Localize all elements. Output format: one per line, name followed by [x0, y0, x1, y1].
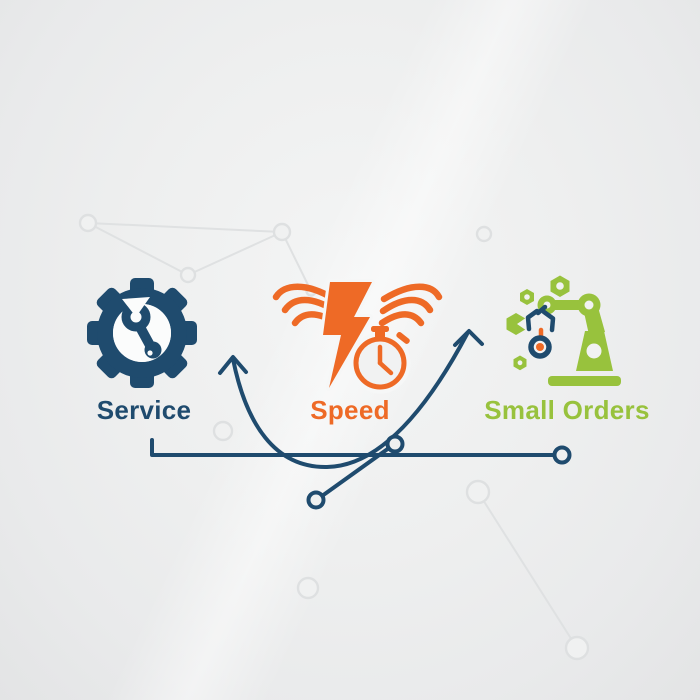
robot-arm-icon	[506, 275, 621, 386]
network-node	[78, 213, 98, 233]
robot-arm-structure	[537, 293, 621, 386]
service-label: Service	[97, 395, 192, 425]
flow-node-ring	[385, 434, 405, 454]
gripped-part-core	[536, 343, 544, 351]
lightning-bolt-icon	[320, 279, 375, 391]
gear-wrench-icon	[87, 278, 197, 388]
flow-node-ring	[552, 445, 572, 465]
network-node	[296, 576, 320, 600]
flow-loop-curve	[231, 332, 469, 470]
hexagon-icon	[513, 355, 527, 371]
stopwatch-icon	[349, 326, 411, 394]
speed-label: Speed	[310, 395, 390, 425]
hexagon-icon	[550, 275, 570, 297]
flow-arrow-right-icon	[453, 329, 484, 347]
flow-diagonal	[320, 446, 391, 498]
network-edge	[281, 231, 312, 292]
network-node	[212, 420, 234, 442]
network-node	[272, 222, 292, 242]
network-edge	[477, 491, 578, 649]
wrench-icon	[121, 297, 162, 359]
flow-diagram	[150, 329, 572, 510]
network-edge	[187, 231, 283, 276]
claw-icon	[525, 304, 556, 333]
network-node	[465, 479, 491, 505]
flow-baseline	[150, 438, 555, 457]
hexagon-icon	[520, 289, 534, 305]
network-node	[475, 225, 493, 243]
wing-right-icon	[378, 283, 443, 327]
flow-node-ring	[306, 490, 326, 510]
small-orders-label: Small Orders	[484, 395, 649, 425]
network-node	[564, 635, 590, 661]
network-edge	[87, 222, 189, 276]
winged-stopwatch-icon	[272, 279, 443, 394]
flow-arrow-left-icon	[218, 355, 248, 375]
background-network	[78, 213, 590, 661]
network-node	[179, 266, 197, 284]
network-edge	[87, 222, 283, 233]
